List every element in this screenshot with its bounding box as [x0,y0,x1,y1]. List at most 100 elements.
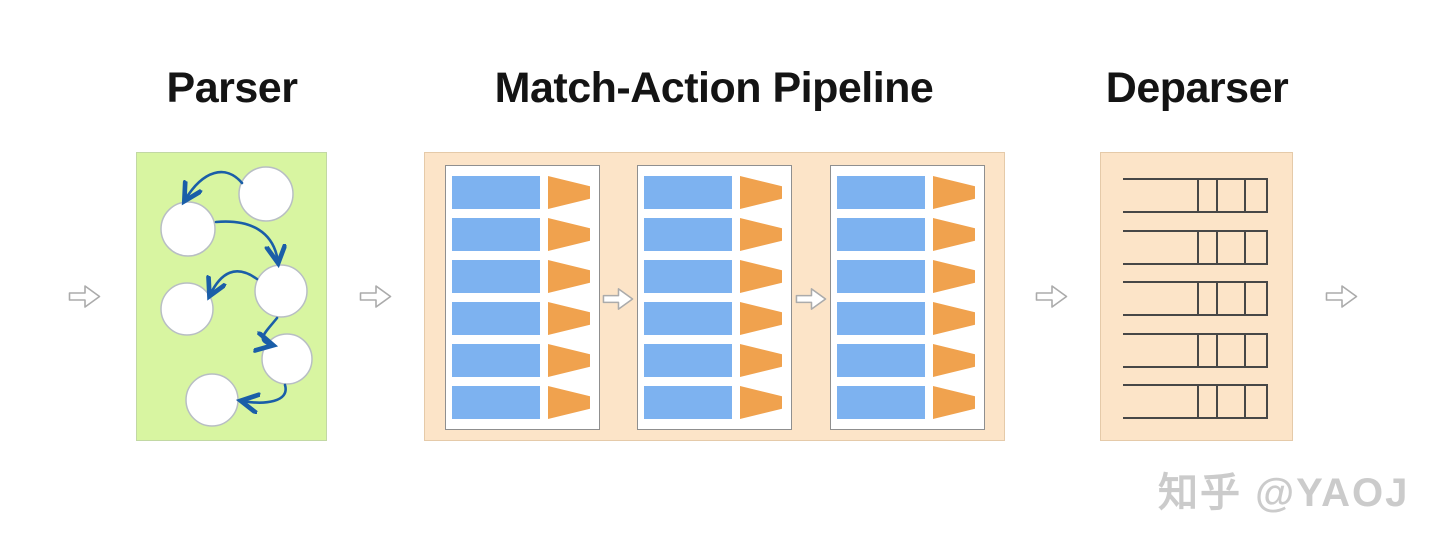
deparser-box [1100,152,1293,441]
parse-transition-arrow [185,170,244,200]
header-cells [1197,334,1268,366]
header-cells [1197,180,1268,211]
header-cell [1216,283,1244,314]
match-table-rect [644,344,732,377]
stage-arrow-icon [602,288,634,310]
match-table-rect [837,260,925,293]
match-action-row [638,386,791,419]
packet-row [1123,178,1268,213]
action-unit-shape [548,260,590,293]
match-table-rect [837,344,925,377]
header-cell [1197,180,1216,211]
match-table-rect [837,218,925,251]
header-cell [1197,283,1216,314]
header-cells [1197,386,1268,417]
deparser-title: Deparser [1105,64,1289,112]
header-cell [1216,180,1244,211]
header-cell [1244,231,1268,263]
action-unit-shape [548,344,590,377]
match-action-row [831,302,984,335]
parse-state-node [261,333,313,385]
match-action-row [831,260,984,293]
match-table-rect [452,386,540,419]
match-action-row [831,344,984,377]
packet-row [1123,281,1268,316]
header-cell [1244,283,1268,314]
header-cells [1197,231,1268,263]
action-unit-shape [548,218,590,251]
flow-arrow-icon [1325,285,1358,308]
parse-state-node [238,166,294,222]
header-cell [1216,231,1244,263]
parser-box [136,152,327,441]
stage-arrow-icon [795,288,827,310]
match-table-rect [452,218,540,251]
match-table-rect [644,260,732,293]
match-action-row [638,260,791,293]
match-action-row [638,302,791,335]
match-action-row [831,176,984,209]
parse-transition-arrow [242,383,287,403]
match-table-rect [452,176,540,209]
action-unit-shape [548,302,590,335]
match-action-row [638,344,791,377]
packet-row [1123,384,1268,419]
parse-transition-arrow [263,316,279,345]
parse-transition-arrow [210,270,259,295]
flow-arrow-icon [359,285,392,308]
packet-row [1123,332,1268,368]
match-table-rect [452,344,540,377]
match-action-row [446,386,599,419]
match-table-rect [644,386,732,419]
action-unit-shape [933,302,975,335]
match-action-row [638,218,791,251]
header-cell [1216,386,1244,417]
parse-state-node [160,201,216,257]
header-cell [1216,334,1244,366]
packet-row [1123,229,1268,265]
action-unit-shape [740,344,782,377]
match-action-row [831,386,984,419]
match-action-row [638,176,791,209]
flow-arrow-icon [1035,285,1068,308]
match-action-row [831,218,984,251]
match-action-row [446,344,599,377]
match-table-rect [644,302,732,335]
match-action-row [446,260,599,293]
parser-title: Parser [166,64,298,112]
pipeline-stage [445,165,600,430]
parse-state-graph [160,166,313,427]
watermark-text: 知乎 @YAOJ [1158,471,1410,515]
header-cell [1244,386,1268,417]
match-table-rect [644,176,732,209]
action-unit-shape [740,176,782,209]
deparser-rows [1123,178,1268,419]
match-table-rect [644,218,732,251]
header-cells [1197,283,1268,314]
header-cell [1197,231,1216,263]
header-cell [1244,180,1268,211]
match-action-pipeline-box [424,152,1005,441]
pipeline-title: Match-Action Pipeline [494,64,934,112]
action-unit-shape [933,176,975,209]
parse-transition-arrow [214,220,278,262]
pipeline-stage [637,165,792,430]
match-table-rect [452,302,540,335]
match-table-rect [837,386,925,419]
action-unit-shape [740,386,782,419]
parse-state-node [185,373,239,427]
pipeline-stage [830,165,985,430]
action-unit-shape [933,386,975,419]
action-unit-shape [740,302,782,335]
flow-arrow-icon [68,285,101,308]
match-action-row [446,302,599,335]
header-cell [1244,334,1268,366]
match-table-rect [837,176,925,209]
action-unit-shape [933,218,975,251]
match-action-row [446,176,599,209]
header-cell [1197,334,1216,366]
action-unit-shape [933,260,975,293]
parse-state-node [160,282,214,336]
match-action-row [446,218,599,251]
